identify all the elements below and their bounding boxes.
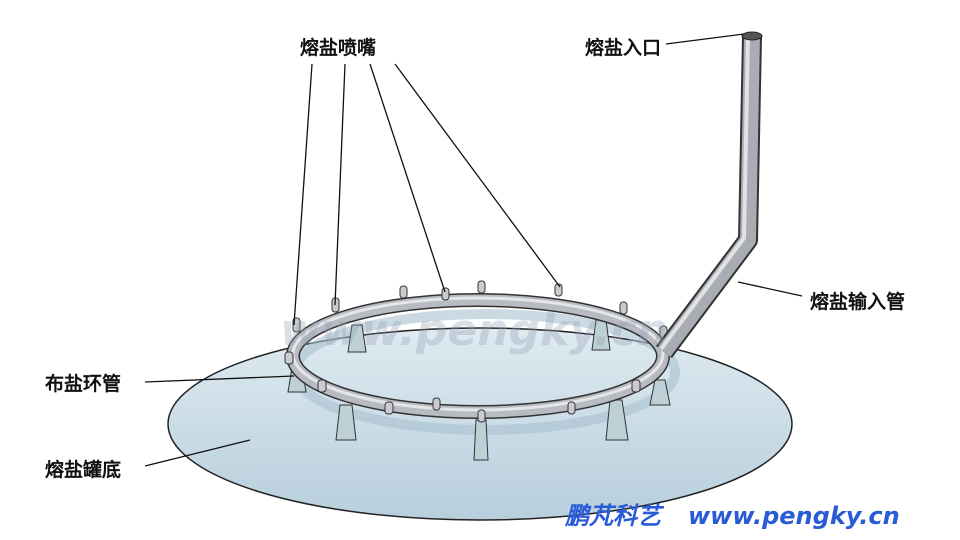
label-tank-bottom: 熔盐罐底 (45, 458, 121, 481)
label-inlet: 熔盐入口 (585, 36, 661, 59)
leader-lines (144, 33, 803, 467)
url-watermark: www.pengky.cn (688, 502, 900, 530)
brand-watermark: 鹏芃科艺 (564, 502, 665, 530)
ring-supports (287, 319, 671, 461)
salt-inlet-opening (741, 31, 763, 41)
label-input-pipe: 熔盐输入管 (810, 290, 905, 313)
label-ring-pipe: 布盐环管 (45, 372, 121, 395)
label-nozzle: 熔盐喷嘴 (300, 36, 376, 59)
center-watermark: www.pengky.cn (280, 305, 668, 356)
